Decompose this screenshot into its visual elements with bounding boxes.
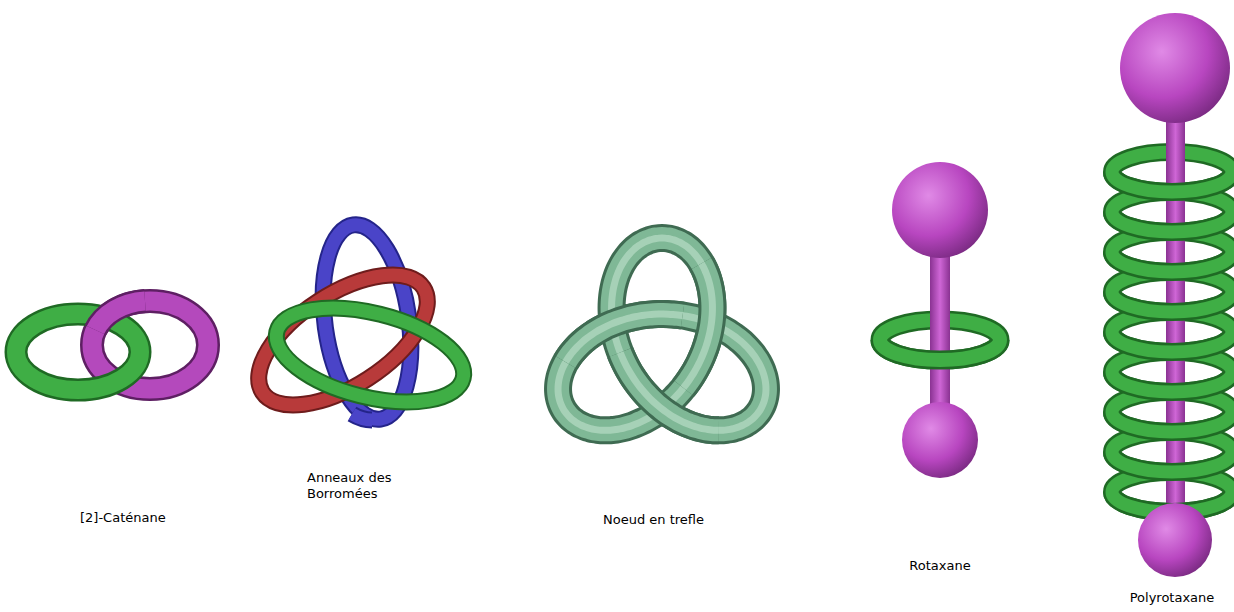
ring-front: [1112, 332, 1232, 352]
ring-outline: [267, 291, 474, 419]
ring-outline: [1112, 172, 1232, 192]
borromean-rings: [237, 219, 473, 431]
green-ring: [1112, 252, 1232, 272]
green-ring: [1112, 372, 1232, 392]
axle: [930, 250, 950, 415]
structure-label: Polyrotaxane: [1130, 590, 1215, 606]
knot-outline: [683, 263, 712, 387]
ring-front: [1112, 412, 1232, 432]
ring-outline: [1112, 452, 1232, 472]
structure-label: [2]-Caténane: [80, 510, 166, 526]
ring-outline: [1112, 372, 1232, 392]
structure-label: Noeud en trefle: [603, 512, 704, 528]
structure-label: Rotaxane: [909, 558, 970, 574]
ring-front: [1112, 212, 1232, 232]
rotaxane: [880, 162, 1000, 478]
knot-tube: [683, 263, 712, 387]
ring-fronts: [1112, 172, 1232, 512]
green-ring: [267, 291, 474, 419]
structure-label: Anneaux des Borromées: [307, 470, 419, 502]
ring-outline: [1112, 292, 1232, 312]
green-ring: [1112, 332, 1232, 352]
knot-outline: [566, 314, 683, 362]
ring-outline: [1112, 412, 1232, 432]
ring-outline: [1112, 252, 1232, 272]
stopper: [1120, 13, 1230, 123]
knot-highlight: [558, 238, 766, 430]
ring-outline: [880, 340, 1000, 360]
polyrotaxane: [1112, 13, 1232, 577]
stopper: [902, 402, 978, 478]
ring-outline: [1112, 212, 1232, 232]
knot-highlight: [566, 314, 683, 362]
ring-front: [1112, 172, 1232, 192]
green-ring: [880, 340, 1000, 360]
knot-tube: [558, 238, 766, 430]
ring-outline: [96, 301, 146, 330]
stopper: [1138, 503, 1212, 577]
knot-outline: [558, 238, 766, 430]
green-ring: [1112, 172, 1232, 192]
green-ring: [1112, 292, 1232, 312]
ring-outline: [16, 314, 140, 390]
catenane: [16, 301, 208, 390]
trefoil-knot: [558, 238, 766, 430]
knot-highlight: [683, 263, 712, 387]
ring-front: [1112, 292, 1232, 312]
blue-ring: [352, 414, 372, 420]
green-ring: [16, 314, 140, 390]
ring-front: [1112, 452, 1232, 472]
green-ring: [1112, 212, 1232, 232]
purple-ring: [96, 301, 146, 330]
green-ring: [1112, 412, 1232, 432]
ring-outline: [1112, 332, 1232, 352]
ring-front: [1112, 372, 1232, 392]
ring-front: [1112, 252, 1232, 272]
stopper: [892, 162, 988, 258]
green-ring: [1112, 452, 1232, 472]
ring-outline: [352, 414, 372, 420]
knot-tube: [566, 314, 683, 362]
